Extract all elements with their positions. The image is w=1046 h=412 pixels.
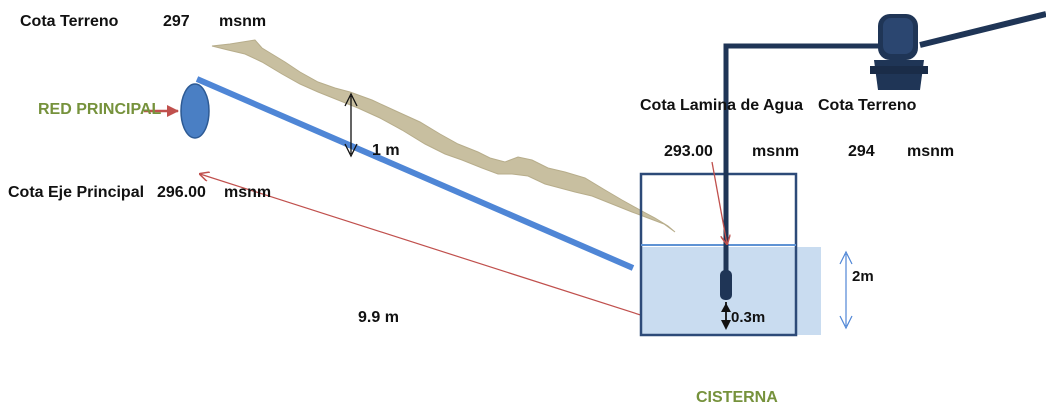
height-2m-label: 2m xyxy=(852,268,874,285)
height-2m-arrow-bottom xyxy=(839,315,853,330)
cota-terreno-2-value: 294 xyxy=(848,143,875,160)
tank-outline xyxy=(639,172,798,337)
terrain-profile xyxy=(211,39,676,233)
pump-icon xyxy=(870,14,928,90)
pipe-node xyxy=(180,83,210,139)
cota-eje-unit: msnm xyxy=(224,184,271,201)
height-03-arrow-top xyxy=(721,303,731,312)
cisterna-label: CISTERNA xyxy=(696,389,778,406)
cota-terreno-2-label: Cota Terreno xyxy=(818,97,917,114)
depth-arrow-top xyxy=(344,92,358,107)
cota-eje-value: 296.00 xyxy=(157,184,206,201)
height-03-label: 0.3m xyxy=(731,309,765,326)
depth-arrow-bottom xyxy=(344,143,358,158)
foot-valve-icon xyxy=(720,270,732,300)
distance-arrow xyxy=(200,174,650,318)
cota-lamina-value: 293.00 xyxy=(664,143,713,160)
distance-label: 9.9 m xyxy=(358,309,399,326)
cota-lamina-label: Cota Lamina de Agua xyxy=(640,97,803,114)
height-2m-arrow-top xyxy=(839,250,853,265)
depth-1m-label: 1 m xyxy=(372,142,400,159)
height-03-arrow-head xyxy=(721,320,731,330)
red-principal-label: RED PRINCIPAL xyxy=(38,101,161,118)
cota-eje-principal-label: Cota Eje Principal xyxy=(8,184,144,201)
cota-terreno-1-unit: msnm xyxy=(219,13,266,30)
lamina-arrow xyxy=(711,161,727,244)
cota-terreno-1-value: 297 xyxy=(163,13,190,30)
cota-terreno-2-unit: msnm xyxy=(907,143,954,160)
suction-pipe xyxy=(723,43,880,272)
cota-lamina-unit: msnm xyxy=(752,143,799,160)
cota-terreno-1-label: Cota Terreno xyxy=(20,13,119,30)
discharge-pipe xyxy=(919,11,1046,48)
